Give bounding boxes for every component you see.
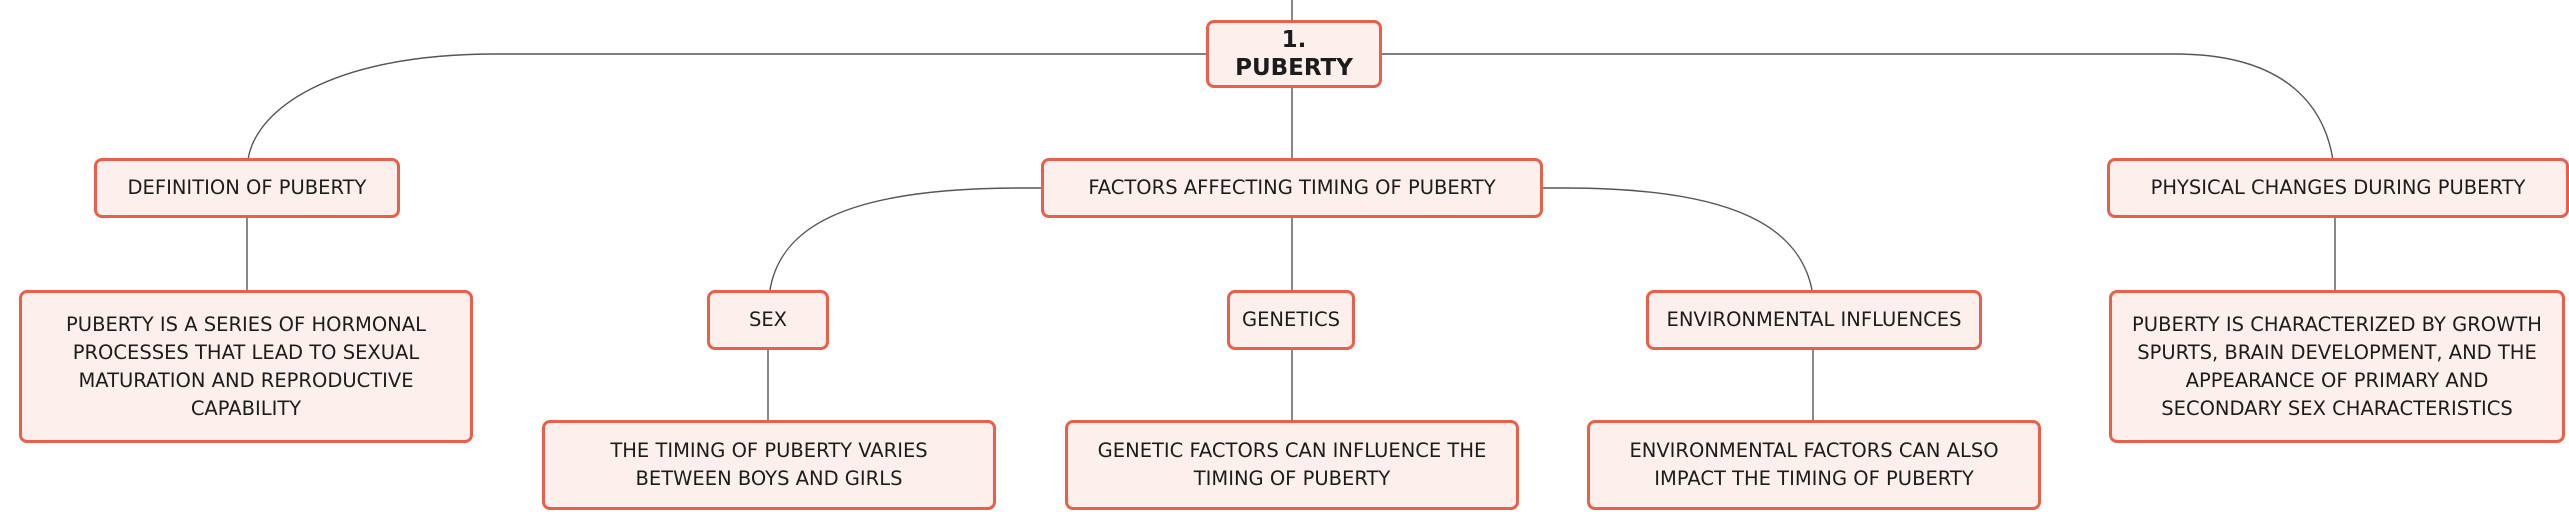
node-genetics-label: GENETICS (1242, 308, 1340, 331)
connector-root-definition (247, 53, 1208, 161)
connector-root-physical (1379, 53, 2334, 161)
node-genetics-detail-text: GENETIC FACTORS CAN INFLUENCE THE TIMING… (1097, 439, 1487, 490)
node-definition-label: DEFINITION OF PUBERTY (127, 176, 367, 199)
node-factors-label: FACTORS AFFECTING TIMING OF PUBERTY (1088, 176, 1496, 199)
node-sex-detail-text: THE TIMING OF PUBERTY VARIES BETWEEN BOY… (610, 439, 928, 490)
node-environment-detail-text: ENVIRONMENTAL FACTORS CAN ALSO IMPACT TH… (1629, 439, 1999, 490)
node-factors[interactable]: FACTORS AFFECTING TIMING OF PUBERTY (1041, 158, 1543, 218)
connector-factors-sex (769, 187, 1043, 291)
node-physical-label: PHYSICAL CHANGES DURING PUBERTY (2150, 176, 2526, 199)
node-physical[interactable]: PHYSICAL CHANGES DURING PUBERTY (2107, 158, 2569, 218)
node-root-label: 1. PUBERTY (1235, 27, 1353, 81)
node-sex-detail[interactable]: THE TIMING OF PUBERTY VARIES BETWEEN BOY… (542, 420, 996, 510)
node-physical-detail-text: PUBERTY IS CHARACTERIZED BY GROWTH SPURT… (2132, 312, 2542, 420)
node-environment-detail[interactable]: ENVIRONMENTAL FACTORS CAN ALSO IMPACT TH… (1587, 420, 2041, 510)
node-sex[interactable]: SEX (707, 290, 829, 350)
node-environment[interactable]: ENVIRONMENTAL INFLUENCES (1646, 290, 1982, 350)
node-sex-label: SEX (748, 308, 788, 331)
node-definition[interactable]: DEFINITION OF PUBERTY (94, 158, 400, 218)
node-genetics[interactable]: GENETICS (1227, 290, 1355, 350)
node-physical-detail[interactable]: PUBERTY IS CHARACTERIZED BY GROWTH SPURT… (2109, 290, 2565, 443)
node-definition-detail-text: PUBERTY IS A SERIES OF HORMONAL PROCESSE… (66, 312, 426, 420)
connector-factors-environment (1541, 187, 1813, 291)
node-root[interactable]: 1. PUBERTY (1206, 20, 1382, 88)
node-definition-detail[interactable]: PUBERTY IS A SERIES OF HORMONAL PROCESSE… (19, 290, 473, 443)
node-genetics-detail[interactable]: GENETIC FACTORS CAN INFLUENCE THE TIMING… (1065, 420, 1519, 510)
node-environment-label: ENVIRONMENTAL INFLUENCES (1666, 308, 1962, 331)
